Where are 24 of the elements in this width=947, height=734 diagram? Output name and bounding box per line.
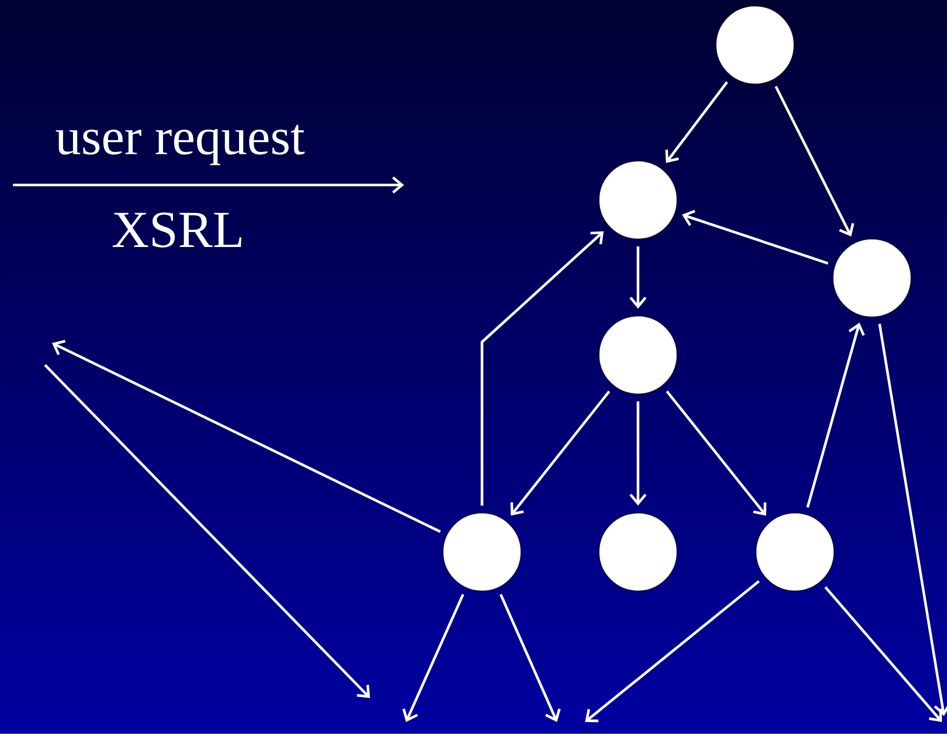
node-circle (598, 160, 678, 240)
node-circle (832, 238, 912, 318)
arrow (666, 390, 766, 516)
arrow (630, 246, 646, 309)
arrow (500, 594, 561, 722)
arrow-label: user request (56, 124, 305, 166)
arrow-label: XSRL (112, 212, 242, 248)
arrow (878, 324, 947, 716)
arrow (402, 594, 464, 722)
arrow (510, 390, 610, 516)
node-circle (756, 512, 834, 592)
node-circle (598, 512, 678, 592)
arrow (774, 86, 854, 237)
node-circle (598, 316, 678, 394)
arrow (585, 580, 760, 722)
node-circle (442, 512, 522, 592)
arrow (665, 81, 728, 163)
arrow (52, 340, 441, 533)
arrow (630, 401, 646, 506)
arrow (824, 586, 942, 722)
arrow (480, 231, 604, 506)
arrow (806, 322, 865, 508)
node-circle (716, 6, 794, 84)
arrow (682, 210, 828, 265)
